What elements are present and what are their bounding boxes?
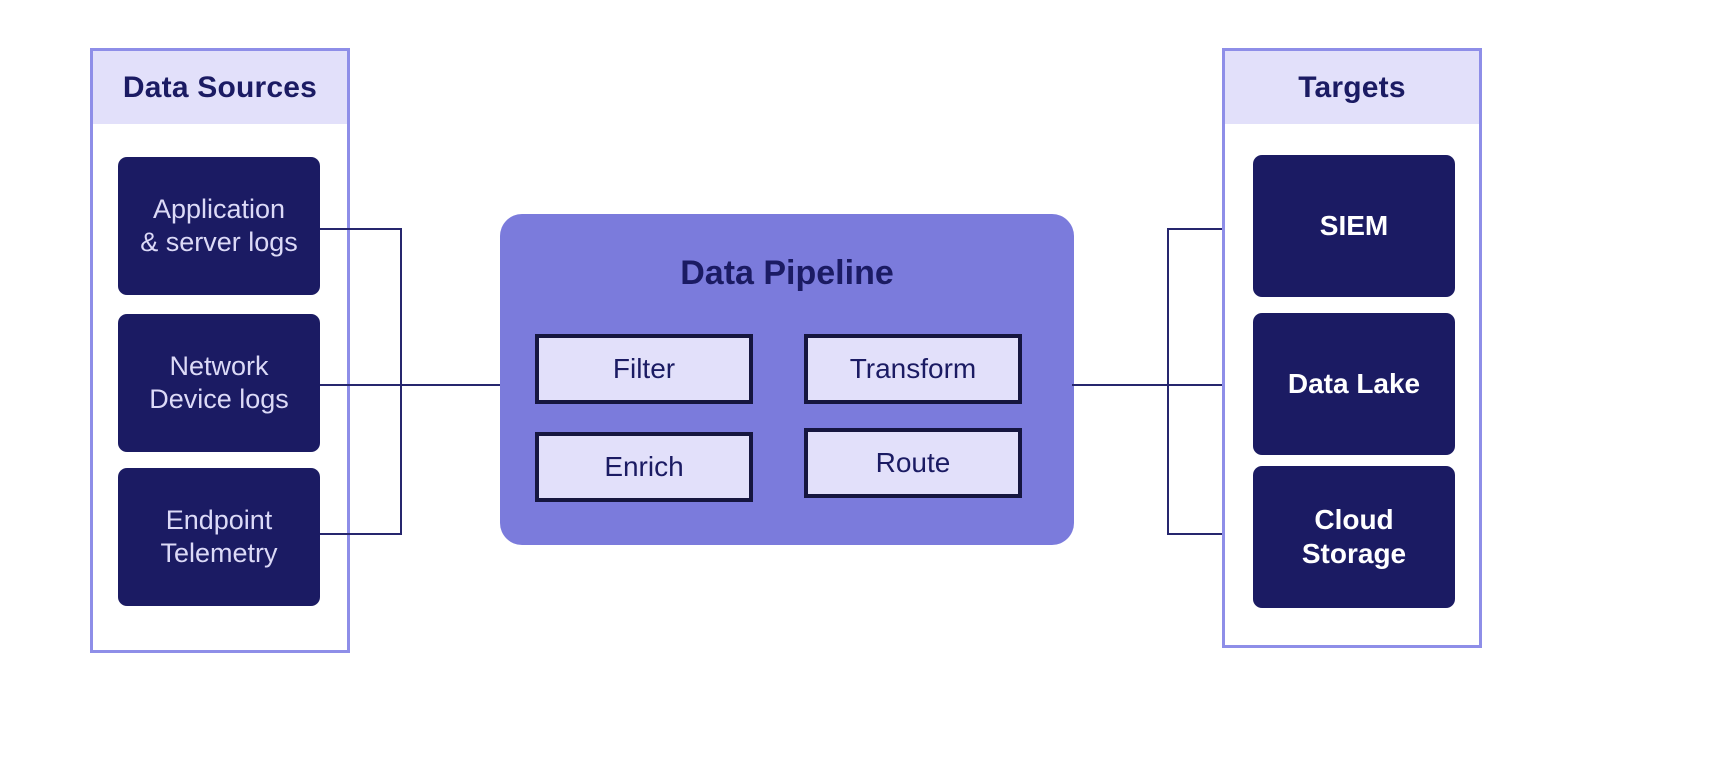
connector-target-3-horizontal <box>1167 533 1257 535</box>
source-node-label: Endpoint Telemetry <box>160 504 277 570</box>
source-label-line1: Network <box>169 351 269 382</box>
source-label-line1: Endpoint <box>165 505 273 536</box>
source-label-line2: & server logs <box>140 227 298 257</box>
target-label-line1: Data Lake <box>1287 367 1421 399</box>
target-node-data-lake[interactable]: Data Lake <box>1253 313 1455 455</box>
source-node-label: Network Device logs <box>149 350 289 416</box>
pipeline-stage-label: Route <box>875 447 951 478</box>
targets-panel-header: Targets <box>1225 51 1479 124</box>
pipeline-stage-label: Filter <box>612 353 676 384</box>
target-label-line1: SIEM <box>1319 209 1389 241</box>
target-node-label: SIEM <box>1320 209 1388 243</box>
target-node-cloud-storage[interactable]: Cloud Storage <box>1253 466 1455 608</box>
connector-target-1-horizontal <box>1167 228 1257 230</box>
connector-source-bus-vertical <box>400 228 402 535</box>
pipeline-stage-enrich[interactable]: Enrich <box>535 432 753 502</box>
source-node-network-device-logs[interactable]: Network Device logs <box>118 314 320 452</box>
connector-source-3-horizontal <box>320 533 402 535</box>
target-node-label: Cloud Storage <box>1302 503 1406 571</box>
sources-panel-header: Data Sources <box>93 51 347 124</box>
target-node-label: Data Lake <box>1288 367 1420 401</box>
source-label-line1: Application <box>152 194 286 225</box>
pipeline-stage-route[interactable]: Route <box>804 428 1022 498</box>
pipeline-stage-filter[interactable]: Filter <box>535 334 753 404</box>
source-label-line2: Telemetry <box>160 538 278 568</box>
targets-panel-title: Targets <box>1298 70 1406 104</box>
pipeline-stage-transform[interactable]: Transform <box>804 334 1022 404</box>
data-pipeline-container: Data Pipeline Filter Transform Enrich Ro… <box>500 214 1074 545</box>
target-node-siem[interactable]: SIEM <box>1253 155 1455 297</box>
sources-panel-title: Data Sources <box>122 70 318 104</box>
pipeline-stage-label: Enrich <box>604 451 684 482</box>
source-node-endpoint-telemetry[interactable]: Endpoint Telemetry <box>118 468 320 606</box>
pipeline-stage-label: Transform <box>849 353 977 384</box>
connector-pipeline-to-targets <box>1072 384 1168 386</box>
connector-target-2-horizontal <box>1167 384 1257 386</box>
source-label-line2: Device logs <box>149 384 289 414</box>
connector-target-bus-vertical <box>1167 228 1169 535</box>
connector-sources-to-pipeline <box>400 384 502 386</box>
target-label-line1: Cloud <box>1314 503 1394 535</box>
connector-source-1-horizontal <box>320 228 402 230</box>
target-label-line2: Storage <box>1301 538 1407 569</box>
source-node-application-logs[interactable]: Application & server logs <box>118 157 320 295</box>
source-node-label: Application & server logs <box>140 193 298 259</box>
connector-source-2-horizontal <box>320 384 402 386</box>
pipeline-title: Data Pipeline <box>680 254 894 292</box>
